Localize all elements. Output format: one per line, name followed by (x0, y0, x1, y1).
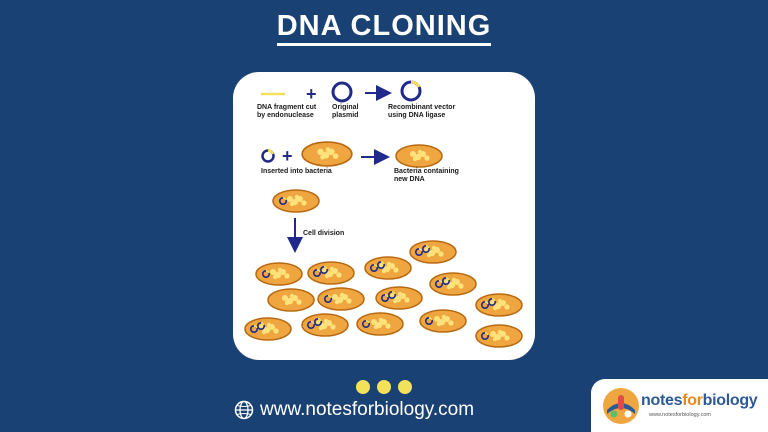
website-link[interactable]: www.notesforbiology.com (234, 399, 474, 421)
globe-icon (234, 400, 254, 420)
dot (398, 380, 412, 394)
bacterium-colony (244, 240, 523, 348)
recombinant-vector-small (261, 149, 275, 163)
website-url: www.notesforbiology.com (260, 399, 475, 420)
logo-text: notesforbiology (641, 392, 758, 409)
plus-sign: + (306, 84, 317, 104)
dot (356, 380, 370, 394)
label-containing: Bacteria containing new DNA (394, 168, 459, 183)
bacterium-single (272, 189, 320, 213)
page-title: DNA CLONING (0, 10, 768, 46)
diagram-card: + + (233, 72, 535, 360)
label-recombinant: Recombinant vector using DNA ligase (388, 104, 456, 119)
bacterium-host (301, 141, 353, 167)
brand-logo[interactable]: notesforbiology www.notesforbiology.com (591, 379, 768, 432)
logo-icon (603, 388, 639, 424)
plus-sign: + (282, 146, 293, 166)
label-inserted: Inserted into bacteria (261, 168, 332, 175)
bacterium-recombinant (395, 144, 443, 168)
original-plasmid (331, 81, 353, 103)
logo-subtext: www.notesforbiology.com (649, 412, 711, 418)
dot (377, 380, 391, 394)
label-fragment: DNA fragment cut by endonuclease (257, 104, 317, 119)
recombinant-vector (400, 80, 422, 102)
label-plasmid: Original plasmid (332, 104, 359, 119)
label-division: Cell division (303, 230, 345, 237)
diagram-canvas: + + (244, 80, 523, 348)
